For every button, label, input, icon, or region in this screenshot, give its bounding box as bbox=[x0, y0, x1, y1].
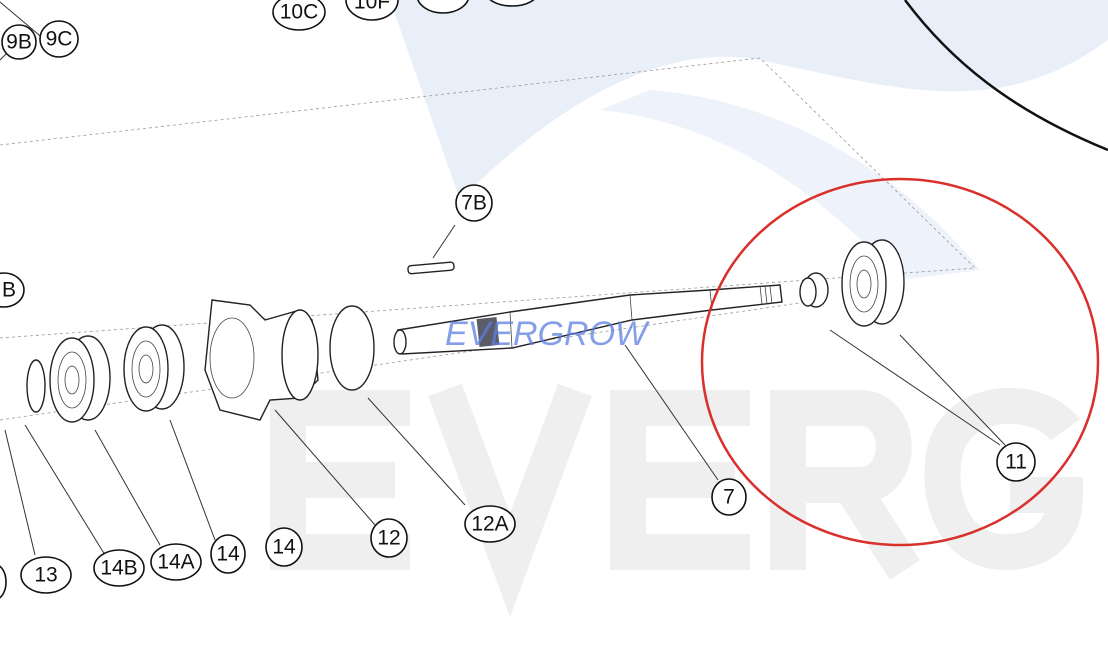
callout-14a: 14A bbox=[150, 543, 202, 581]
callout-10c: 10C bbox=[272, 0, 326, 31]
callout-14b: 14B bbox=[93, 549, 145, 587]
callout-7: 7 bbox=[711, 478, 747, 516]
callout-12a-text: 12A bbox=[471, 513, 508, 536]
callout-7b-text: 7B bbox=[461, 192, 487, 215]
outline-curve bbox=[904, 0, 1108, 152]
watermark-small: EVERGROW bbox=[445, 315, 650, 353]
callout-b-partial: B bbox=[0, 272, 25, 308]
callout-14-1-text: 14 bbox=[216, 543, 240, 566]
watermark-large bbox=[270, 383, 1084, 617]
callout-14-1: 14 bbox=[210, 534, 246, 574]
part-11-sleeve bbox=[799, 272, 829, 308]
callout-11: 11 bbox=[996, 442, 1036, 482]
callout-14-2-text: 14 bbox=[272, 536, 296, 559]
leader-lines bbox=[0, 1, 1006, 556]
watermark-letter-e bbox=[270, 390, 410, 570]
callout-14b-text: 14B bbox=[100, 557, 137, 580]
callout-12-text: 12 bbox=[377, 527, 400, 550]
callout-12a: 12A bbox=[464, 505, 516, 543]
part-14-bearing-a bbox=[49, 335, 111, 423]
callout-11-text: 11 bbox=[1005, 451, 1027, 474]
callout-9c-text: 9C bbox=[46, 28, 73, 51]
part-11-bearing bbox=[841, 239, 905, 327]
callout-14-2: 14 bbox=[265, 527, 303, 567]
callout-10f: 10F bbox=[345, 0, 399, 21]
watermark-letter-v bbox=[428, 383, 592, 617]
watermark-letter-e2 bbox=[610, 390, 750, 570]
callout-b-text: B bbox=[2, 279, 16, 302]
assembly-plane bbox=[0, 57, 976, 339]
callout-partial-bottom-left bbox=[0, 565, 7, 599]
callout-9b-text: 9B bbox=[6, 31, 32, 54]
callout-13: 13 bbox=[20, 556, 72, 594]
background-swoosh bbox=[390, 0, 1108, 200]
callout-14a-text: 14A bbox=[157, 551, 194, 574]
part-12a-o-ring bbox=[329, 305, 375, 391]
highlight-circle bbox=[700, 177, 1100, 547]
callout-partial-top-2 bbox=[489, 0, 535, 7]
callout-12: 12 bbox=[370, 518, 408, 558]
background-swoosh-lower bbox=[600, 90, 980, 280]
callout-10f-text: 10F bbox=[354, 0, 390, 14]
watermark-letter-r bbox=[770, 390, 921, 580]
part-13-retaining-ring bbox=[26, 359, 46, 413]
part-12-housing bbox=[204, 299, 319, 421]
part-7b-key bbox=[407, 261, 455, 275]
watermark-letter-g bbox=[924, 387, 1084, 571]
callout-7b: 7B bbox=[455, 184, 493, 222]
callout-10c-text: 10C bbox=[280, 1, 319, 24]
part-7-shaft bbox=[393, 284, 783, 355]
callout-9c: 9C bbox=[39, 20, 79, 58]
callout-partial-top-1 bbox=[417, 0, 469, 14]
callout-13-text: 13 bbox=[34, 564, 57, 587]
part-14-bearing-b bbox=[123, 324, 185, 412]
callout-9b: 9B bbox=[1, 24, 37, 60]
callout-7-text: 7 bbox=[723, 486, 735, 509]
